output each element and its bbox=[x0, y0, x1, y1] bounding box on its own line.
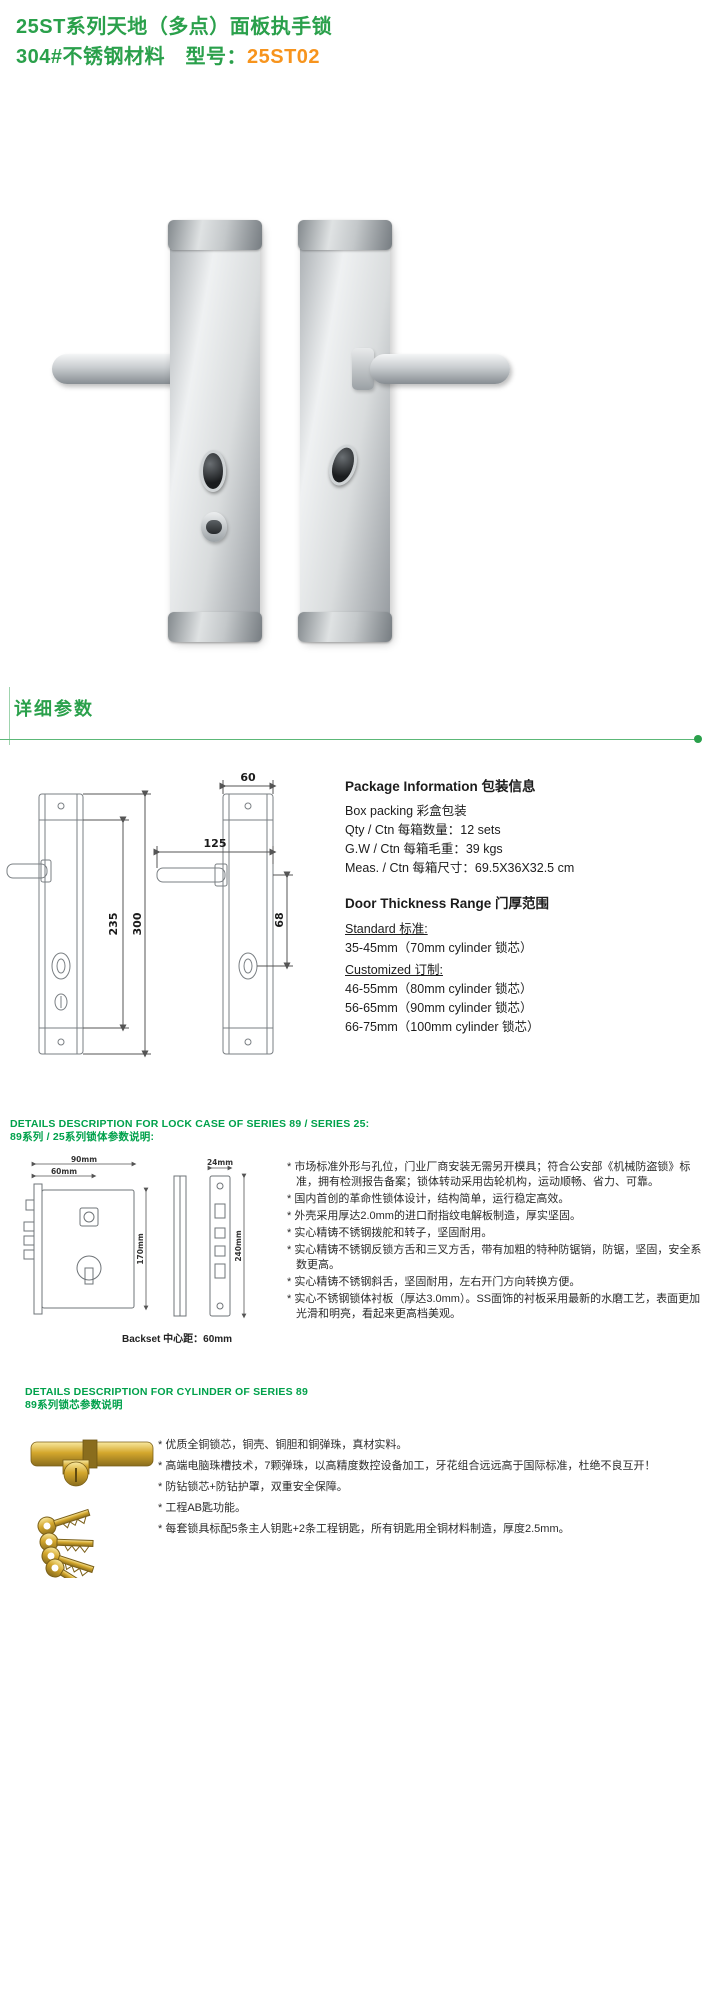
dim-inner-height: 235 bbox=[107, 913, 120, 936]
customized-value: 56-65mm（90mm cylinder 锁芯） bbox=[345, 1001, 533, 1015]
divider-dot bbox=[694, 735, 702, 743]
lock-case-bullet: * 实心精铸不锈钢拨舵和转子，坚固耐用。 bbox=[287, 1227, 493, 1239]
drawing-handle-exterior bbox=[156, 867, 226, 883]
cylinder-title: DETAILS DESCRIPTION FOR CYLINDER OF SERI… bbox=[25, 1386, 308, 1412]
technical-drawing: 235 300 60 125 68 bbox=[6, 771, 293, 1058]
detailed-parameters-section: 详细参数 bbox=[0, 687, 710, 755]
lock-case-title-cn: 89系列 / 25系列锁体参数说明: bbox=[10, 1131, 155, 1143]
door-thickness-title: Door Thickness Range 门厚范围 bbox=[345, 896, 550, 911]
package-info-line: G.W / Ctn 每箱毛重：39 kgs bbox=[345, 842, 503, 856]
divider-horizontal-line bbox=[0, 739, 700, 740]
dim-handle-length: 125 bbox=[204, 837, 227, 850]
lock-case-title: DETAILS DESCRIPTION FOR LOCK CASE OF SER… bbox=[10, 1118, 369, 1144]
thumbturn-knob bbox=[206, 520, 222, 534]
standard-value: 35-45mm（70mm cylinder 锁芯） bbox=[345, 941, 533, 955]
faceplate-front-view: 24mm 240mm bbox=[207, 1158, 247, 1319]
escutcheon-plate-exterior bbox=[298, 220, 392, 642]
plate-cap-bottom bbox=[298, 612, 392, 642]
package-info: Package Information 包装信息 Box packing 彩盒包… bbox=[345, 775, 705, 1037]
lock-case-title-en: DETAILS DESCRIPTION FOR LOCK CASE OF SER… bbox=[10, 1118, 370, 1130]
dim-cylinder-offset: 68 bbox=[273, 912, 286, 927]
cylinder-bullet: * 高端电脑珠槽技术，7颗弹珠，以高精度数控设备加工，牙花组合远远高于国际标准，… bbox=[158, 1460, 656, 1472]
lock-case-drawing: 90mm 60mm 170mm 24mm 240mm bbox=[23, 1156, 247, 1319]
plate-cap-top bbox=[298, 220, 392, 250]
deadbolt-1 bbox=[23, 1221, 35, 1232]
plate-cap-top bbox=[168, 220, 262, 250]
package-info-line: Meas. / Ctn 每箱尺寸：69.5X36X32.5 cm bbox=[345, 861, 575, 875]
cylinder-bullets: * 优质全铜锁芯，铜壳、铜胆和铜弹珠，真材实料。 * 高端电脑珠槽技术，7颗弹珠，… bbox=[158, 1438, 698, 1543]
package-info-title: Package Information 包装信息 bbox=[345, 779, 536, 794]
drawing-vertical-dims: 235 300 bbox=[83, 790, 151, 1058]
deadbolt-2 bbox=[23, 1235, 35, 1246]
lock-case-bullet: * 国内首创的革命性锁体设计，结构简单，运行稳定高效。 bbox=[287, 1193, 570, 1205]
dim-lock-height: 170mm bbox=[136, 1233, 145, 1264]
dim-lock-width: 90mm bbox=[71, 1156, 97, 1164]
lock-case-bullets: * 市场标准外形与孔位，门业厂商安装无需另开模具；符合公安部《机械防盗锁》标准，… bbox=[287, 1160, 705, 1324]
customized-label: Customized 订制: bbox=[345, 963, 443, 977]
model-number: 25ST02 bbox=[247, 46, 321, 68]
spindle-follower bbox=[79, 1207, 99, 1227]
escutcheon-plate-interior bbox=[168, 220, 262, 642]
drawing-offset-dim: 68 bbox=[257, 871, 293, 970]
lock-case-figure: 90mm 60mm 170mm 24mm 240mm Backset 中心距：6… bbox=[22, 1156, 294, 1345]
cylinder-bullet: * 工程AB匙功能。 bbox=[158, 1502, 247, 1514]
dim-faceplate-width: 24mm bbox=[207, 1158, 233, 1167]
cylinder-hole bbox=[76, 1255, 102, 1281]
brass-cylinder-photo bbox=[30, 1439, 154, 1578]
deadbolt-3 bbox=[23, 1249, 35, 1260]
lock-case-bullet: * 外壳采用厚达2.0mm的进口耐指纹电解板制造，厚实坚固。 bbox=[287, 1210, 581, 1222]
cylinder-title-en: DETAILS DESCRIPTION FOR CYLINDER OF SERI… bbox=[25, 1386, 309, 1398]
page-header: 25ST系列天地（多点）面板执手锁 304#不锈钢材料 型号：25ST02 bbox=[0, 0, 710, 72]
product-title-line2: 304#不锈钢材料 型号：25ST02 bbox=[16, 42, 710, 72]
customized-value: 46-55mm（80mm cylinder 锁芯） bbox=[345, 982, 533, 996]
lock-case-bullet: * 实心精铸不锈钢反锁方舌和三叉方舌，带有加粗的特种防锯销，防锯，坚固，安全系数… bbox=[287, 1244, 702, 1271]
faceplate-edge-view bbox=[173, 1175, 187, 1317]
dim-lock-backset: 60mm bbox=[51, 1167, 77, 1176]
package-info-line: Qty / Ctn 每箱数量：12 sets bbox=[345, 823, 501, 837]
dim-faceplate-height: 240mm bbox=[234, 1230, 243, 1261]
dim-total-height: 300 bbox=[131, 912, 144, 935]
drawing-width-dim: 60 bbox=[219, 771, 277, 794]
drawing-plate-exterior bbox=[156, 793, 274, 1055]
lock-dims: 90mm 60mm 170mm bbox=[31, 1156, 149, 1311]
cylinder-title-cn: 89系列锁芯参数说明 bbox=[25, 1399, 123, 1411]
keys bbox=[37, 1508, 95, 1578]
material-text: 304#不锈钢材料 型号： bbox=[16, 46, 247, 68]
euro-cylinder bbox=[30, 1439, 154, 1487]
customized-values: 46-55mm（80mm cylinder 锁芯） 56-65mm（90mm cy… bbox=[345, 980, 705, 1037]
lock-case-bullet: * 实心不锈钢锁体衬板（厚达3.0mm）。SS面饰的衬板采用最新的水磨工艺，表面… bbox=[287, 1293, 701, 1320]
drawing-cylinder-interior bbox=[51, 952, 71, 980]
product-photos bbox=[0, 212, 710, 662]
drawing-cylinder-exterior bbox=[238, 952, 258, 980]
detailed-parameters-title: 详细参数 bbox=[14, 699, 94, 719]
standard-label: Standard 标准: bbox=[345, 922, 428, 936]
cylinder-bullet: * 优质全铜锁芯，铜壳、铜胆和铜弹珠，真材实料。 bbox=[158, 1439, 408, 1451]
lock-body-view bbox=[23, 1183, 135, 1315]
cylinder-bullet: * 防钻锁芯+防钻护罩，双重安全保障。 bbox=[158, 1481, 348, 1493]
lever-handle-exterior bbox=[370, 354, 510, 384]
package-info-line: Box packing 彩盒包装 bbox=[345, 804, 467, 818]
drawing-thumbturn bbox=[54, 993, 68, 1011]
lock-case-bullet: * 市场标准外形与孔位，门业厂商安装无需另开模具；符合公安部《机械防盗锁》标准，… bbox=[287, 1161, 691, 1188]
dim-top-width: 60 bbox=[240, 771, 256, 784]
customized-value: 66-75mm（100mm cylinder 锁芯） bbox=[345, 1020, 540, 1034]
cylinder-bullet: * 每套锁具标配5条主人钥匙+2条工程钥匙，所有钥匙用全铜材料制造，厚度2.5m… bbox=[158, 1523, 570, 1535]
product-title-line1: 25ST系列天地（多点）面板执手锁 bbox=[16, 16, 333, 38]
handle-neck-exterior bbox=[352, 348, 374, 390]
backset-note: Backset 中心距：60mm bbox=[122, 1334, 233, 1345]
drawing-plate-interior bbox=[6, 793, 84, 1055]
latch-bolt bbox=[25, 1199, 35, 1211]
divider-vertical-line bbox=[9, 687, 10, 745]
cylinder-keyhole-interior bbox=[200, 450, 226, 492]
lock-case-bullet: * 实心精铸不锈钢斜舌，坚固耐用，左右开门方向转换方便。 bbox=[287, 1276, 581, 1288]
drawing-handle-interior bbox=[6, 863, 48, 879]
lever-handle-interior bbox=[52, 354, 192, 384]
drawing-handle-dim: 125 bbox=[153, 837, 277, 868]
plate-cap-bottom bbox=[168, 612, 262, 642]
